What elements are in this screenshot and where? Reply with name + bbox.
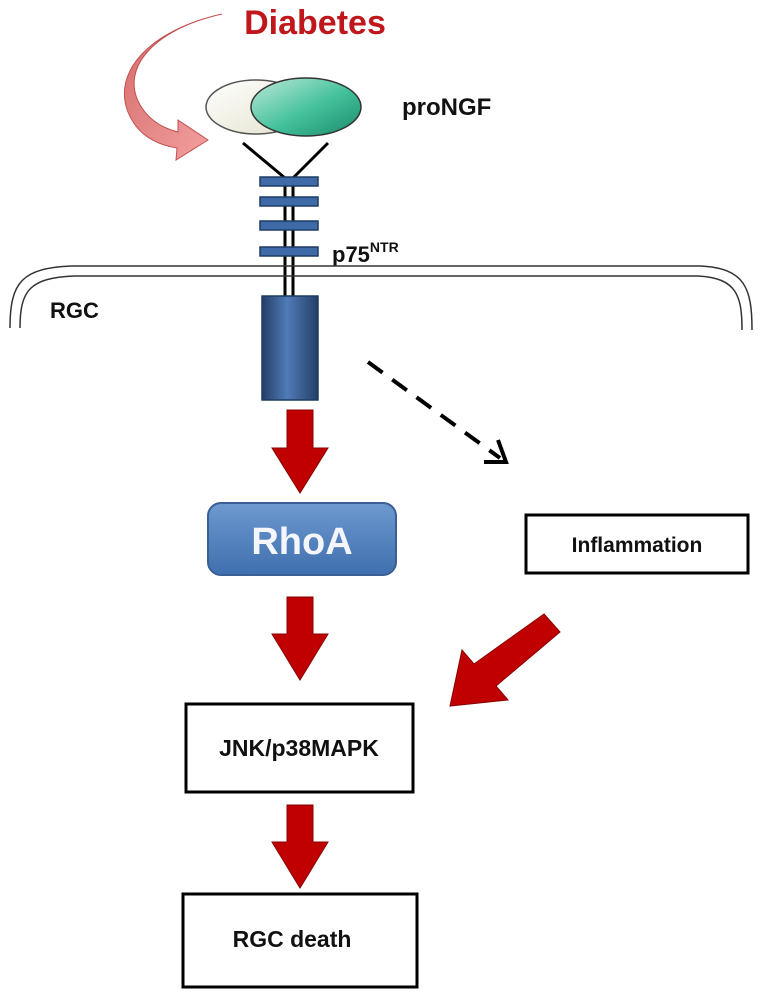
receptor-label: p75NTR [332, 239, 399, 267]
prongf-label: proNGF [402, 94, 491, 121]
receptor-bar-3 [259, 220, 319, 231]
rgc-death-node [181, 892, 419, 989]
rgc-death-label: RGC death [233, 926, 352, 952]
cell-label: RGC [50, 298, 99, 323]
receptor-name: p75 [332, 242, 370, 267]
receptor-arm-left [242, 141, 286, 180]
receptor-arm-right [291, 141, 330, 180]
inflammation-node [524, 513, 750, 575]
rhoa-label: RhoA [251, 521, 352, 563]
receptor-superscript: NTR [370, 239, 399, 255]
red-arrow-2-icon [271, 596, 329, 681]
prongf-ellipse-teal [250, 77, 362, 137]
red-arrow-1-icon [271, 409, 329, 494]
jnk-label: JNK/p38MAPK [219, 735, 379, 761]
cell-membrane-outer [9, 265, 753, 331]
red-arrow-3-icon [271, 804, 329, 889]
dashed-arrow-line [366, 360, 502, 460]
receptor-intracellular-domain [261, 295, 319, 401]
curved-arrow-icon [123, 13, 223, 161]
receptor-bar-2 [259, 196, 319, 207]
cell-membrane-inner [19, 275, 743, 331]
inflammation-label: Inflammation [572, 534, 703, 557]
rhoa-node [207, 502, 397, 576]
red-arrow-diagonal-icon [449, 613, 561, 707]
dashed-arrow-head-icon [484, 439, 509, 464]
receptor-bar-4 [259, 246, 319, 257]
title-diabetes: Diabetes [244, 4, 386, 42]
receptor-bar-1 [259, 176, 319, 187]
jnk-node [184, 702, 415, 794]
